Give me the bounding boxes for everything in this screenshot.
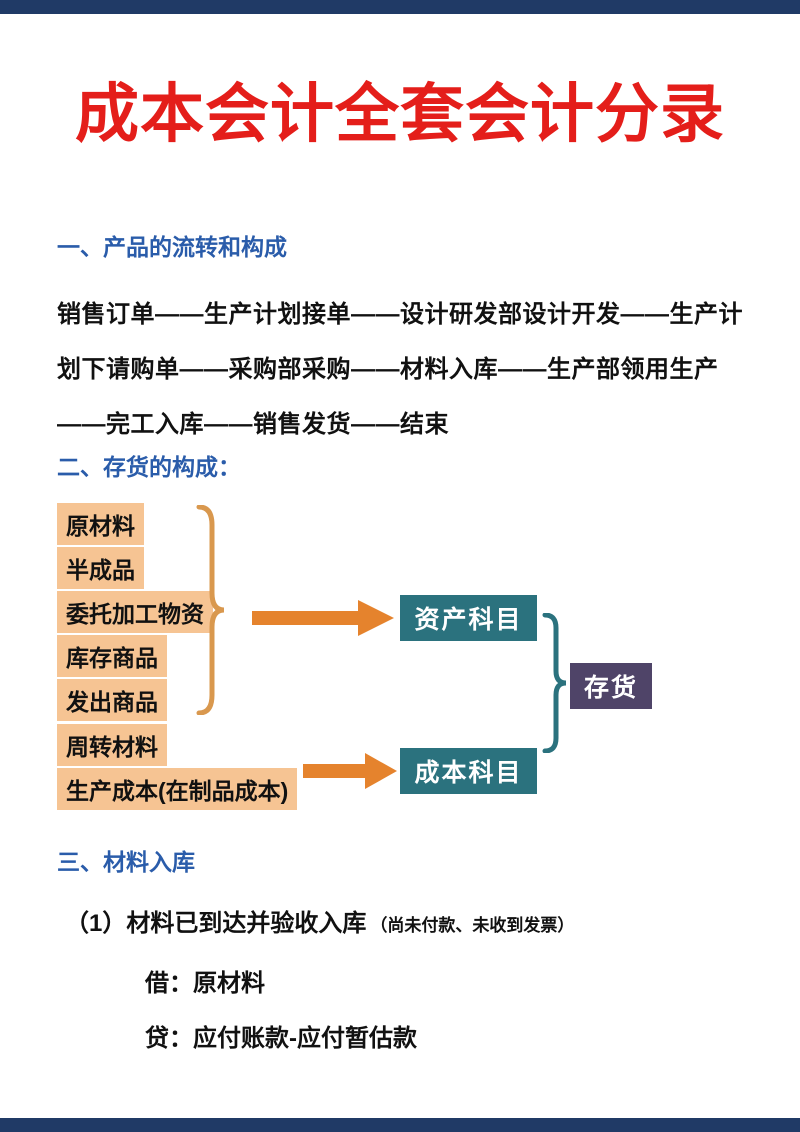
inventory-item: 周转材料: [57, 724, 167, 766]
top-border-bar: [0, 0, 800, 14]
cost-account-box: 成本科目: [400, 748, 537, 794]
case-one-title: （1）材料已到达并验收入库: [65, 910, 367, 937]
arrow-right-icon: [252, 600, 394, 636]
asset-account-box: 资产科目: [400, 595, 537, 641]
page-title: 成本会计全套会计分录: [75, 78, 725, 150]
inventory-item: 生产成本(在制品成本): [57, 768, 298, 810]
inventory-item: 库存商品: [57, 635, 167, 677]
case-one-line: （1）材料已到达并验收入库（尚未付款、未收到发票）: [65, 903, 574, 938]
arrow-right-icon: [303, 753, 397, 789]
case-one-note: （尚未付款、未收到发票）: [370, 916, 575, 935]
bottom-border-bar: [0, 1118, 800, 1132]
journal-debit-line: 借：原材料: [145, 970, 265, 997]
journal-credit-line: 贷：应付账款-应付暂估款: [145, 1025, 417, 1052]
inventory-item: 半成品: [57, 547, 144, 589]
product-flow-paragraph: 销售订单——生产计划接单——设计研发部设计开发——生产计划下请购单——采购部采购…: [57, 301, 743, 438]
inventory-item: 委托加工物资: [57, 591, 213, 633]
section-two-heading: 二、存货的构成：: [57, 454, 241, 480]
grouping-brace-icon: [196, 505, 225, 715]
inventory-item: 发出商品: [57, 679, 167, 721]
inventory-item: 原材料: [57, 503, 144, 545]
section-three-heading: 三、材料入库: [57, 849, 195, 875]
inventory-summary-box: 存货: [570, 663, 652, 709]
grouping-brace-icon: [542, 613, 567, 753]
section-one-heading: 一、产品的流转和构成: [57, 234, 287, 260]
